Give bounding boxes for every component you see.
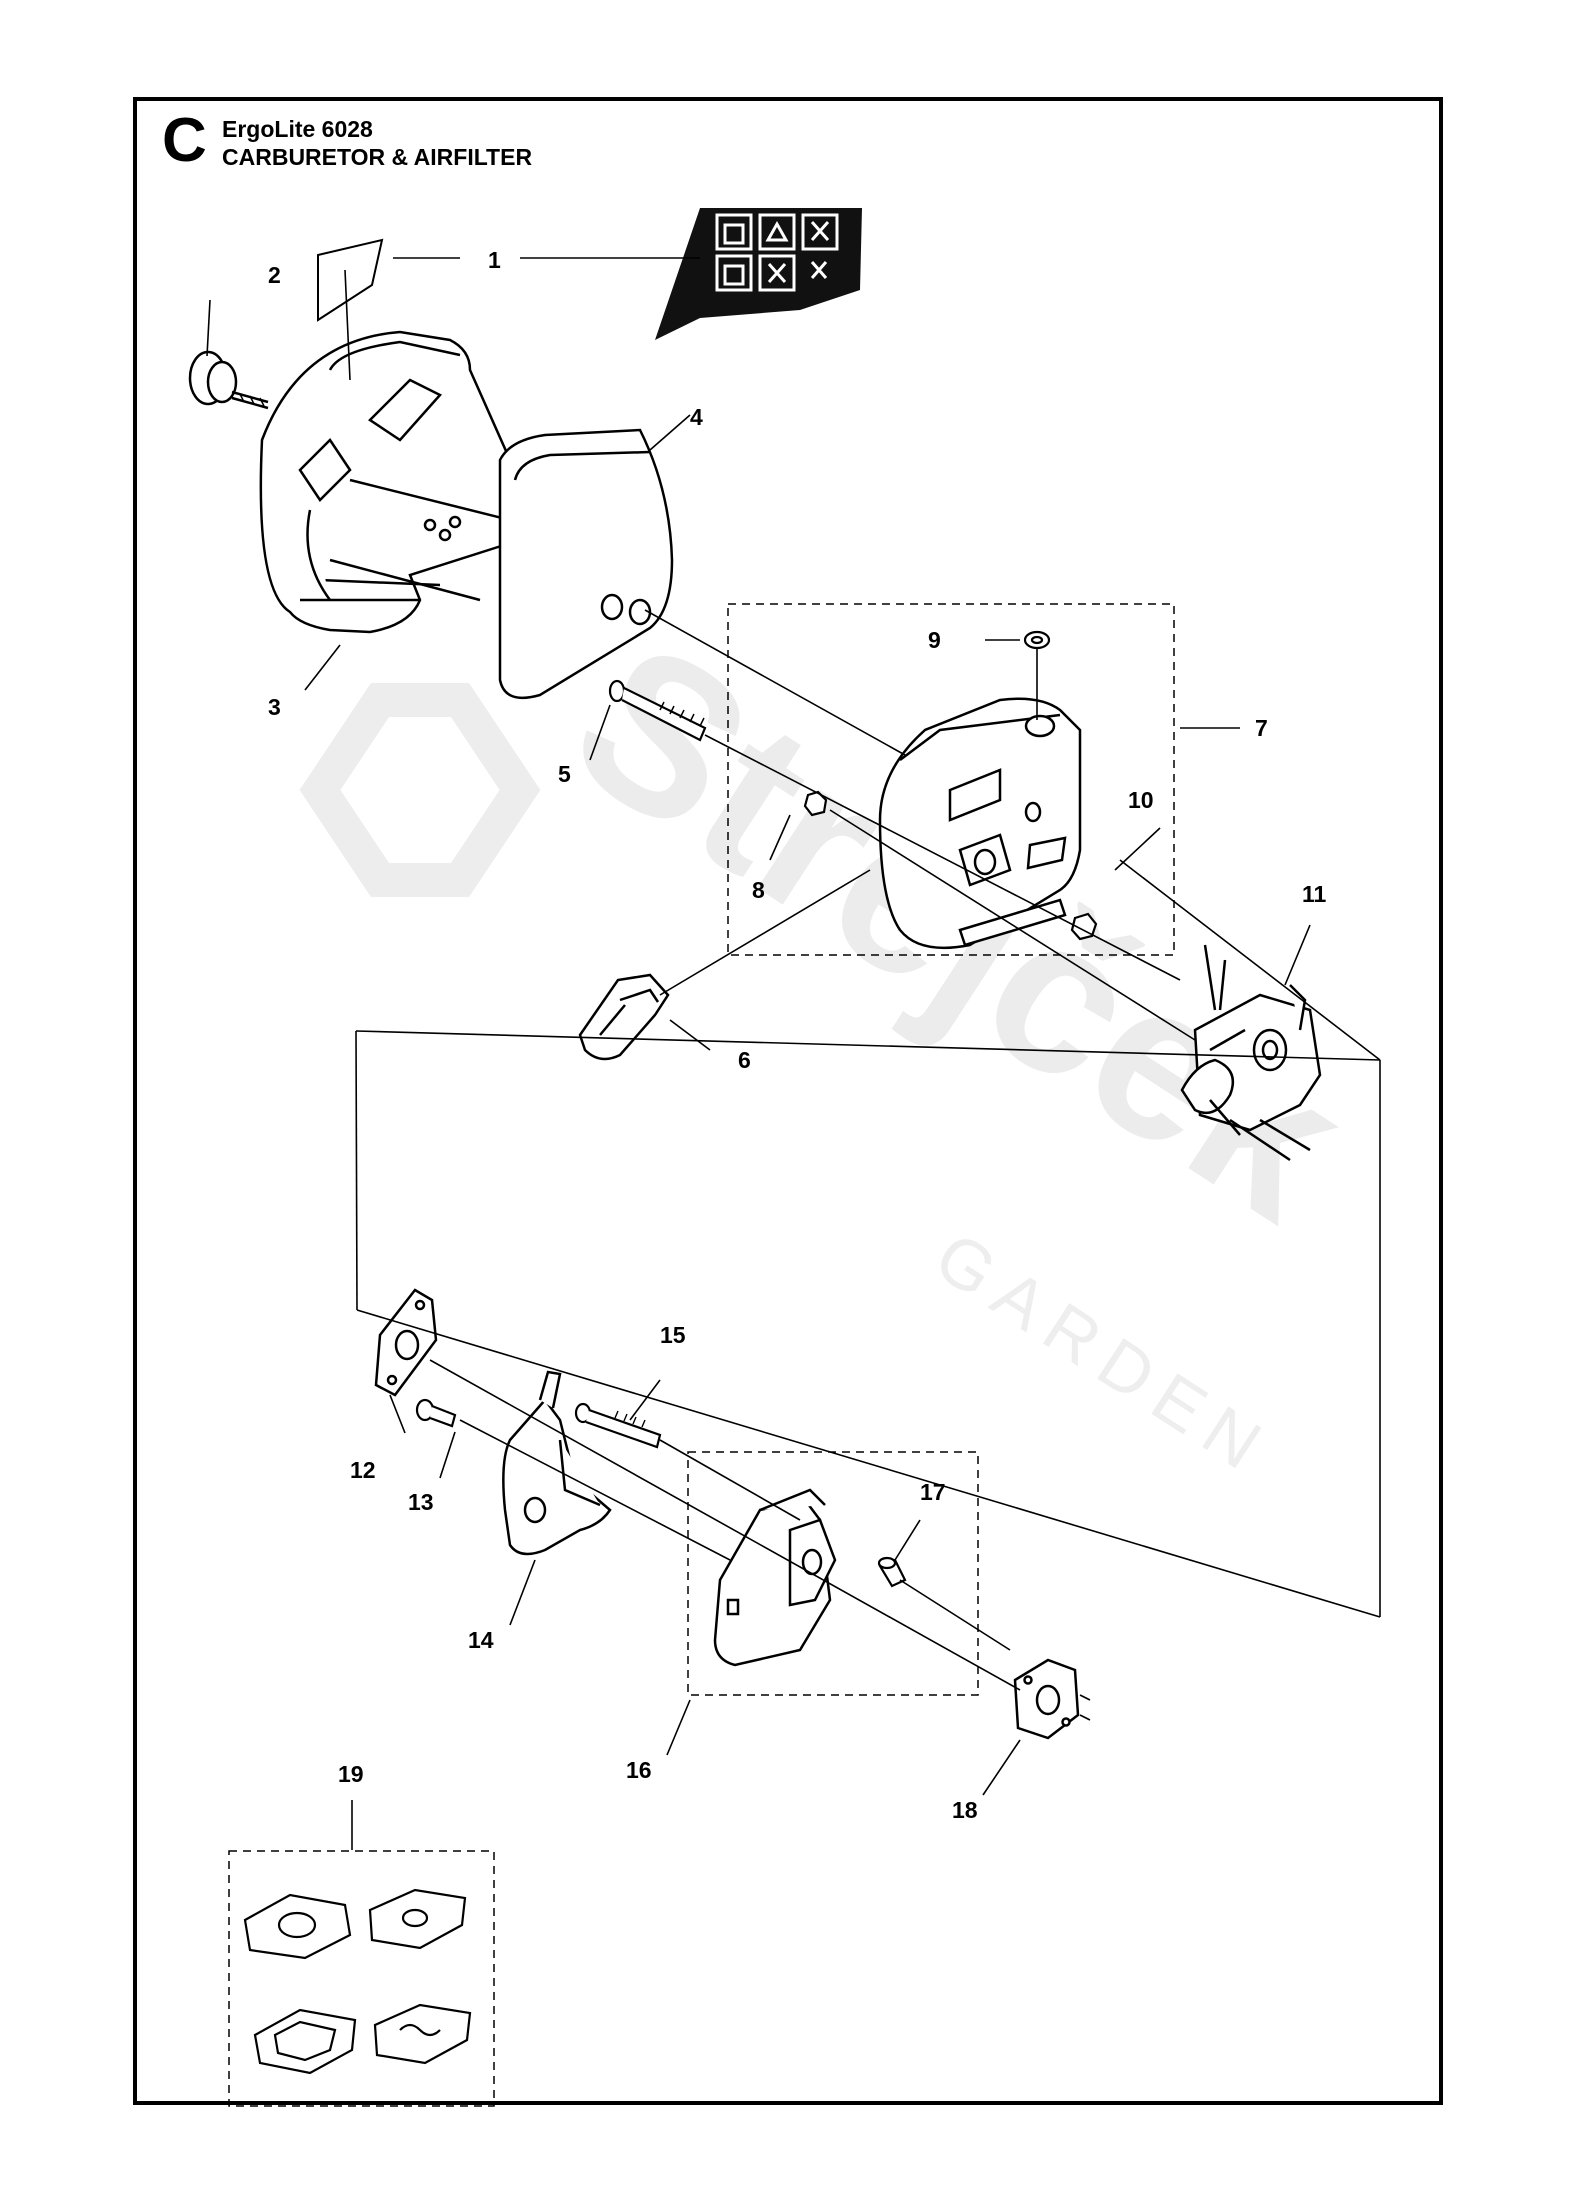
callout-17: 17 [920, 1479, 946, 1505]
part-4-filter [498, 428, 674, 700]
part-7-group-box [727, 603, 1175, 956]
callout-11: 11 [1302, 881, 1327, 907]
part-16-group-box [687, 1451, 979, 1696]
watermark-sub: GARDEN [922, 1217, 1286, 1491]
part-14-adapter [502, 1370, 612, 1556]
part-13-screw [415, 1398, 457, 1428]
model-title: ErgoLite 6028 [222, 116, 373, 142]
watermark-logo-icon [299, 683, 541, 897]
section-letter: C [162, 106, 207, 175]
callout-13: 13 [408, 1489, 434, 1515]
callout-8: 8 [752, 877, 765, 903]
part-18-gasket [1013, 1658, 1080, 1740]
callout-7: 7 [1255, 715, 1268, 741]
callout-2: 2 [268, 262, 281, 288]
callout-12: 12 [350, 1457, 376, 1483]
part-8-nut [803, 790, 828, 817]
callout-19: 19 [338, 1761, 364, 1787]
part-11-carburetor [1180, 944, 1322, 1162]
callout-6: 6 [738, 1047, 751, 1073]
part-19-kit-box [228, 1850, 495, 2107]
callout-15: 15 [660, 1322, 686, 1348]
part-6-choke [578, 973, 670, 1061]
callout-1: 1 [488, 247, 501, 273]
part-5-screw [608, 679, 707, 742]
part-16-block [713, 1488, 837, 1667]
part-3-cover [259, 330, 535, 634]
callout-4: 4 [690, 404, 703, 430]
page-frame [133, 97, 1443, 2105]
callout-labels: 1 2 3 4 5 6 7 8 9 10 11 12 13 14 15 16 1… [268, 247, 1327, 1823]
callout-3: 3 [268, 694, 281, 720]
callout-9: 9 [928, 627, 941, 653]
part-19-gasket-kit [243, 1888, 472, 2075]
leader-lines [206, 257, 1381, 1850]
part-12-gasket [374, 1288, 438, 1397]
section-title: CARBURETOR & AIRFILTER [222, 144, 533, 170]
small-decal-shape [317, 238, 384, 322]
part-1-decal [317, 208, 862, 340]
part-7-housing [878, 697, 1082, 950]
callout-18: 18 [952, 1797, 978, 1823]
part-17-pin [877, 1556, 907, 1588]
part-2-knob [188, 350, 269, 410]
callout-5: 5 [558, 761, 571, 787]
part-15-screw [574, 1402, 662, 1449]
callout-14: 14 [468, 1627, 494, 1653]
callout-16: 16 [626, 1757, 652, 1783]
callout-10: 10 [1128, 787, 1154, 813]
part-9-washer [1023, 630, 1051, 650]
